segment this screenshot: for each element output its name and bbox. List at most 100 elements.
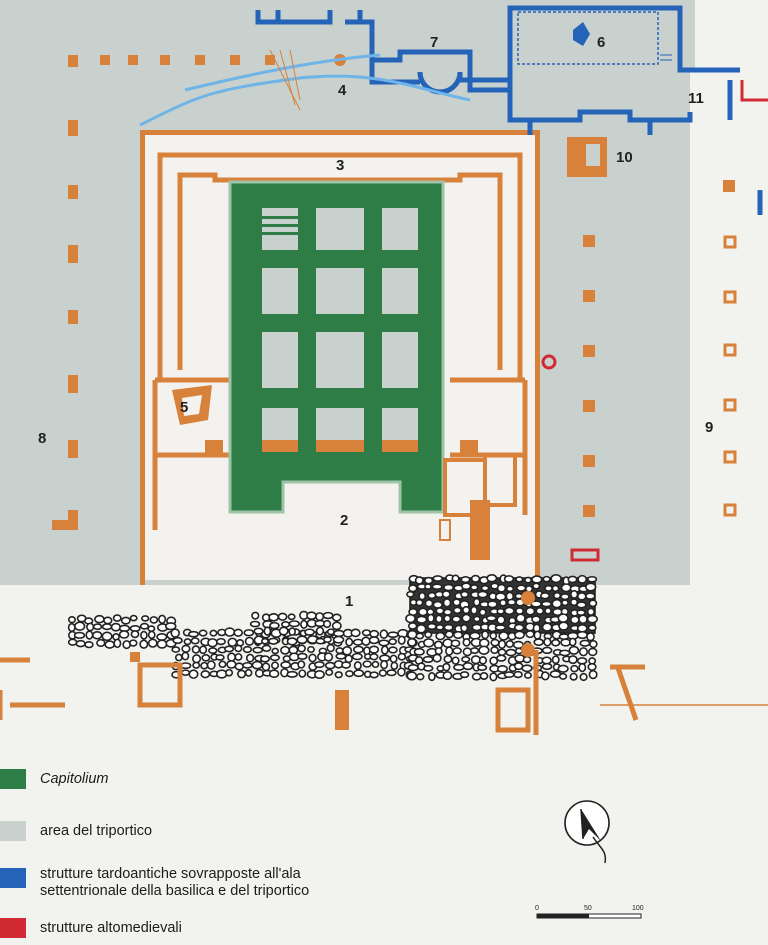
paving-stone	[300, 619, 308, 629]
paving-stone	[460, 590, 470, 599]
paving-stone	[452, 598, 462, 607]
paving-stone	[201, 654, 211, 662]
paving-stone	[570, 589, 579, 599]
paving-stone	[478, 645, 490, 655]
paving-stone	[589, 639, 598, 649]
legend-capitolium: Capitolium	[0, 769, 109, 789]
paving-stone	[494, 624, 507, 631]
paving-stone	[551, 655, 560, 665]
paving-stone	[280, 661, 292, 669]
paving-stone	[281, 620, 291, 628]
paving-stone	[288, 620, 300, 628]
paving-stone	[147, 630, 156, 640]
paving-stone	[268, 637, 279, 645]
paving-stone	[96, 638, 106, 648]
paving-stone	[313, 661, 325, 669]
paving-stone	[470, 605, 478, 615]
label-4: 4	[338, 82, 347, 99]
late-antique-structures	[255, 5, 763, 215]
paving-stone	[559, 649, 571, 657]
paving-stone	[415, 615, 428, 624]
paving-stone	[378, 639, 390, 647]
legend-triportico: area del triportico	[0, 821, 152, 841]
paving-stone	[471, 672, 482, 681]
paving-stone	[461, 582, 472, 591]
paving-stone	[92, 630, 103, 640]
paving-stone	[506, 598, 517, 606]
paving-stone	[326, 643, 335, 653]
paving-stone	[268, 669, 280, 679]
paving-stone	[570, 664, 579, 673]
paving-stone	[415, 624, 427, 634]
paving-stone	[451, 656, 460, 665]
paving-stone	[462, 637, 471, 647]
paving-stone	[442, 671, 453, 681]
label-9: 9	[705, 419, 713, 436]
paving-stone	[67, 622, 76, 633]
paving-stone	[407, 637, 417, 647]
paving-stone	[472, 615, 481, 623]
paving-stone	[129, 614, 138, 622]
scale-bar: 0 50 100	[535, 905, 644, 919]
paving-stone	[307, 645, 315, 653]
paving-stone	[490, 638, 500, 647]
legend-label-altomedievali: strutture altomedievali	[40, 919, 182, 936]
paving-stone	[380, 660, 389, 670]
paving-stone	[460, 576, 471, 584]
paving-stone	[459, 671, 470, 679]
paving-stone	[460, 623, 469, 633]
paving-stone	[234, 662, 244, 671]
paving-stone	[156, 632, 168, 641]
paving-stone	[368, 645, 380, 654]
paving-stone	[435, 631, 446, 641]
paving-stone	[397, 667, 406, 677]
paving-stone	[405, 613, 416, 624]
paving-stone	[498, 631, 510, 641]
paving-stone	[452, 647, 462, 655]
paving-stone	[268, 612, 279, 622]
paving-stone	[181, 644, 191, 653]
paving-stone	[260, 637, 269, 645]
legend-swatch-altomedievali	[0, 918, 26, 938]
paving-stone	[513, 670, 523, 679]
paving-stone	[477, 664, 488, 671]
paving-stone	[544, 584, 553, 592]
paving-stone	[450, 639, 461, 648]
paving-stone	[462, 605, 471, 615]
scale-tick-0: 0	[535, 905, 539, 912]
paving-stone	[85, 630, 94, 640]
paving-stone	[541, 622, 553, 632]
paving-stone	[423, 576, 434, 585]
paving-stone	[261, 662, 271, 672]
paving-stone	[304, 628, 315, 636]
paving-stone	[322, 611, 334, 620]
label-8: 8	[38, 430, 46, 447]
paving-stone	[523, 671, 532, 679]
paving-stone	[112, 614, 122, 622]
paving-stone	[452, 606, 462, 615]
paving-stone	[233, 628, 244, 637]
paving-stone	[323, 636, 332, 643]
paving-stone	[269, 621, 280, 630]
paving-stone	[568, 637, 577, 647]
triportico-area	[0, 0, 695, 585]
paving-stone	[461, 656, 471, 663]
paving-stone	[586, 632, 595, 642]
lower-blocks	[130, 591, 535, 730]
paving-stone	[416, 673, 425, 681]
paving-stone	[515, 576, 524, 583]
paving-stone	[503, 671, 515, 678]
paving-stone	[192, 661, 201, 669]
paving-stone	[568, 645, 580, 655]
paving-stone	[387, 631, 399, 639]
paving-stone	[368, 636, 380, 645]
scale-tick-100: 100	[632, 905, 644, 912]
paving-stone	[242, 661, 253, 669]
paving-stone	[251, 611, 260, 620]
paving-stone	[443, 608, 453, 616]
paving-stone	[261, 644, 272, 652]
paving-stone	[165, 622, 177, 631]
paving-stone	[497, 665, 508, 673]
paving-stone	[407, 629, 418, 640]
paving-stone	[551, 598, 563, 609]
